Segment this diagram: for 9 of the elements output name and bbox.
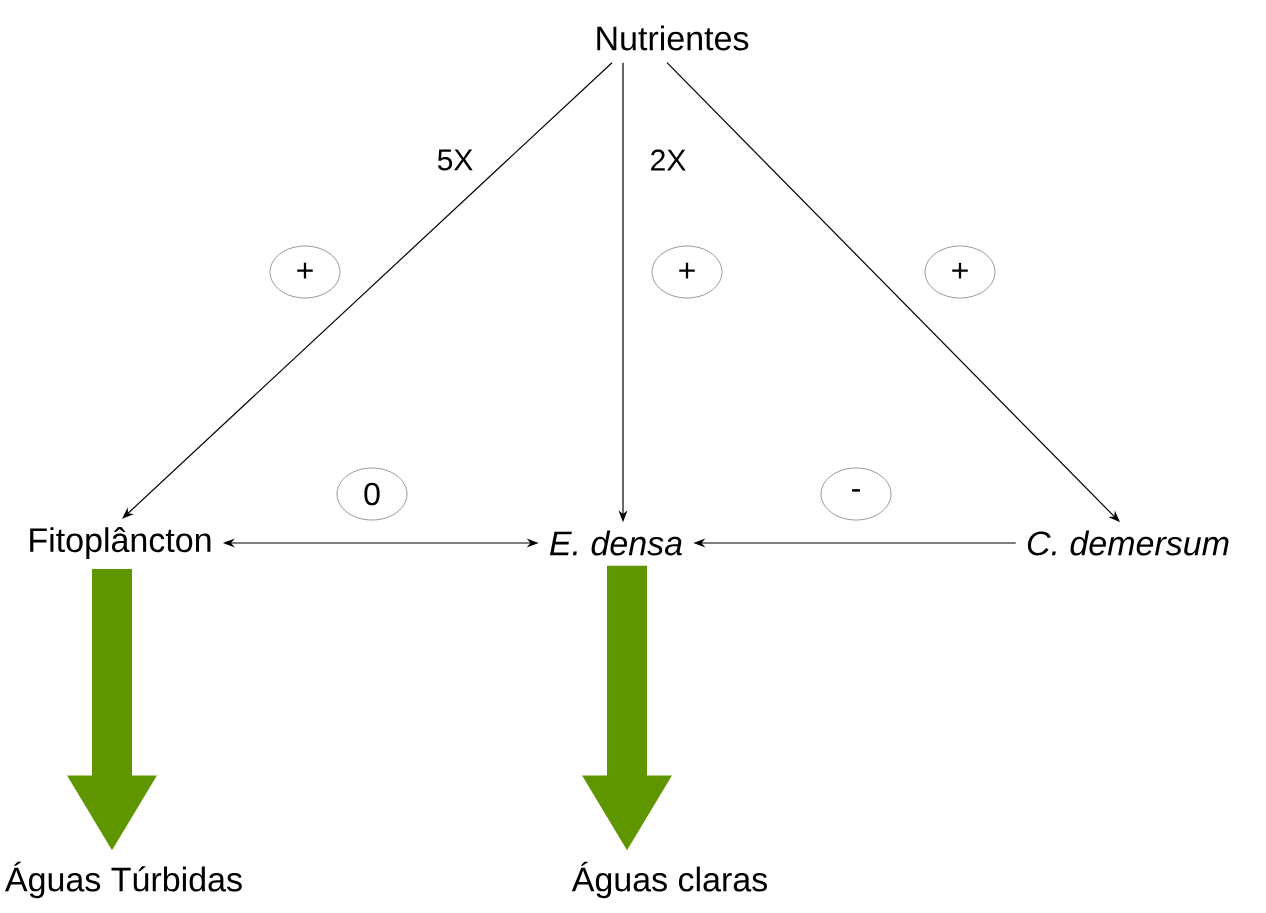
edge-label: 5X bbox=[434, 147, 476, 173]
node-label: C. demersum bbox=[1027, 530, 1229, 556]
arrow bbox=[122, 62, 613, 519]
outcome-label: Águas Túrbidas bbox=[5, 861, 242, 899]
outcome-label: Águas claras bbox=[571, 861, 767, 899]
edge-label: 2X bbox=[647, 147, 689, 173]
node-label: E. densa bbox=[549, 530, 682, 556]
node-label: Fitoplâncton bbox=[30, 527, 211, 559]
node-label: Nutrientes bbox=[597, 25, 749, 51]
